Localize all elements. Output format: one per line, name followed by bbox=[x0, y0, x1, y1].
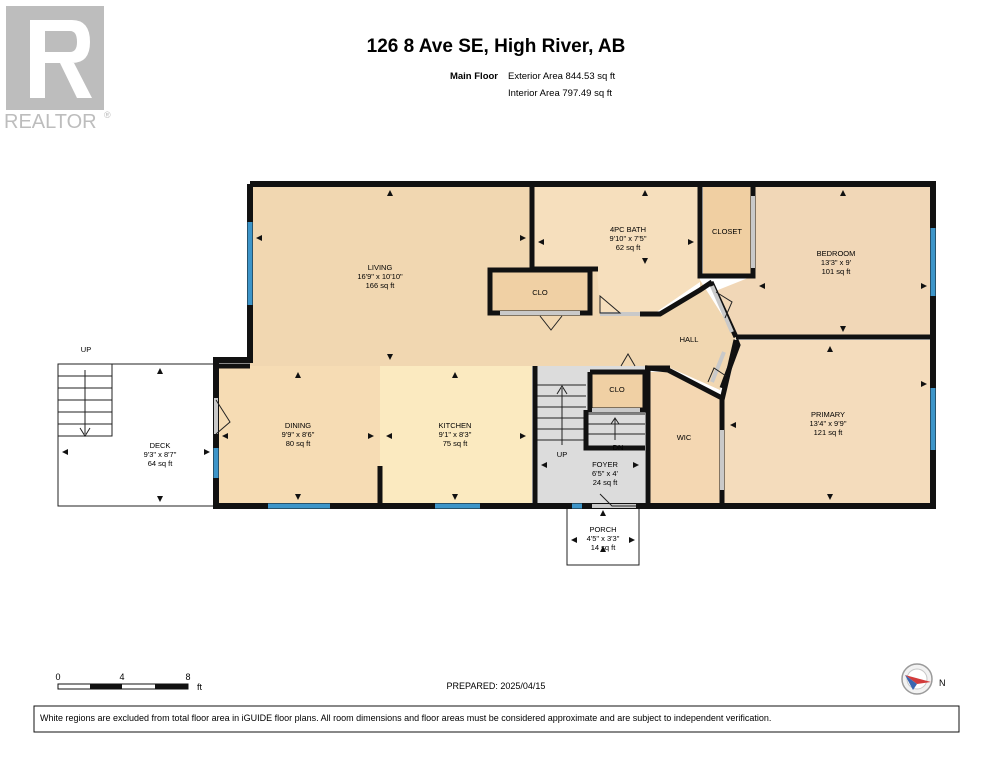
dining-name: DINING bbox=[285, 421, 311, 430]
dining-dims: 9'9" x 8'6" bbox=[282, 430, 315, 439]
exterior-area: Exterior Area 844.53 sq ft bbox=[508, 71, 616, 82]
bedroom-area: 101 sq ft bbox=[822, 267, 852, 276]
compass-north-label: N bbox=[939, 678, 946, 688]
realtor-watermark-text: REALTOR bbox=[4, 111, 97, 133]
interior-dn-label: DN bbox=[613, 443, 624, 452]
bath-fill bbox=[532, 184, 700, 313]
primary-dims: 13'4" x 9'9" bbox=[810, 419, 847, 428]
interior-walls bbox=[216, 184, 933, 506]
interior-up-label: UP bbox=[557, 450, 567, 459]
clo1-fill bbox=[490, 270, 590, 313]
primary-name: PRIMARY bbox=[811, 410, 845, 419]
dining-fill bbox=[216, 366, 380, 506]
wic-name: WIC bbox=[677, 433, 692, 442]
scale-tick-0: 0 bbox=[55, 672, 60, 682]
closet-name: CLOSET bbox=[712, 227, 742, 236]
kitchen-dims: 9'1" x 8'3" bbox=[439, 430, 472, 439]
compass-icon: N bbox=[901, 663, 946, 695]
bedroom-fill bbox=[713, 184, 933, 337]
living-name: LIVING bbox=[368, 263, 393, 272]
primary-fill bbox=[724, 340, 933, 506]
porch-dims: 4'5" x 3'3" bbox=[587, 534, 620, 543]
deck-outline bbox=[57, 363, 216, 507]
kitchen-fill bbox=[380, 366, 532, 506]
scale-bar: 0 4 8 ft bbox=[55, 672, 202, 692]
deck-stairs bbox=[57, 363, 113, 437]
deck-area: 64 sq ft bbox=[148, 459, 174, 468]
deck-stairs-label: UP bbox=[81, 345, 91, 354]
realtor-logo: REALTOR ® bbox=[4, 6, 111, 133]
scale-tick-4: 4 bbox=[119, 672, 124, 682]
deck-dims: 9'3" x 8'7" bbox=[144, 450, 177, 459]
living-area: 166 sq ft bbox=[366, 281, 396, 290]
clo1-name: CLO bbox=[532, 288, 548, 297]
foyer-dims: 6'5" x 4' bbox=[592, 469, 619, 478]
prepared-date: PREPARED: 2025/04/15 bbox=[447, 681, 546, 691]
hall-name: HALL bbox=[680, 335, 699, 344]
bath-name: 4PC BATH bbox=[610, 225, 646, 234]
bath-area: 62 sq ft bbox=[616, 243, 642, 252]
wic-fill bbox=[648, 372, 722, 506]
registered-mark: ® bbox=[104, 110, 111, 120]
page-title: 126 8 Ave SE, High River, AB bbox=[367, 36, 626, 57]
bedroom-dims: 13'3" x 9' bbox=[821, 258, 852, 267]
deck-name: DECK bbox=[150, 441, 171, 450]
footer-box bbox=[33, 705, 960, 733]
porch-name: PORCH bbox=[589, 525, 616, 534]
living-dims: 16'9" x 10'10" bbox=[357, 272, 403, 281]
porch-area: 14 sq ft bbox=[591, 543, 617, 552]
windows bbox=[213, 222, 936, 509]
closet-fill bbox=[703, 184, 753, 276]
room-labels: LIVING 16'9" x 10'10" 166 sq ft 4PC BATH… bbox=[81, 225, 856, 552]
kitchen-area: 75 sq ft bbox=[443, 439, 469, 448]
primary-area: 121 sq ft bbox=[814, 428, 844, 437]
living-fill bbox=[250, 184, 736, 390]
foyer-area: 24 sq ft bbox=[593, 478, 619, 487]
dimension-arrows bbox=[62, 190, 927, 552]
interior-area: Interior Area 797.49 sq ft bbox=[508, 88, 612, 99]
foyer-name: FOYER bbox=[592, 460, 618, 469]
kitchen-name: KITCHEN bbox=[439, 421, 472, 430]
scale-unit: ft bbox=[197, 682, 203, 692]
clo2-fill bbox=[590, 372, 645, 408]
bath-dims: 9'10" x 7'5" bbox=[610, 234, 647, 243]
dining-area: 80 sq ft bbox=[286, 439, 312, 448]
scale-tick-8: 8 bbox=[185, 672, 190, 682]
door-swings bbox=[215, 291, 733, 507]
interior-stairs bbox=[537, 384, 645, 445]
room-fills bbox=[216, 184, 933, 506]
exterior-walls bbox=[213, 181, 936, 509]
footer-disclaimer: White regions are excluded from total fl… bbox=[40, 713, 771, 723]
bedroom-name: BEDROOM bbox=[817, 249, 856, 258]
floor-name: Main Floor bbox=[450, 71, 498, 82]
clo2-name: CLO bbox=[609, 385, 625, 394]
